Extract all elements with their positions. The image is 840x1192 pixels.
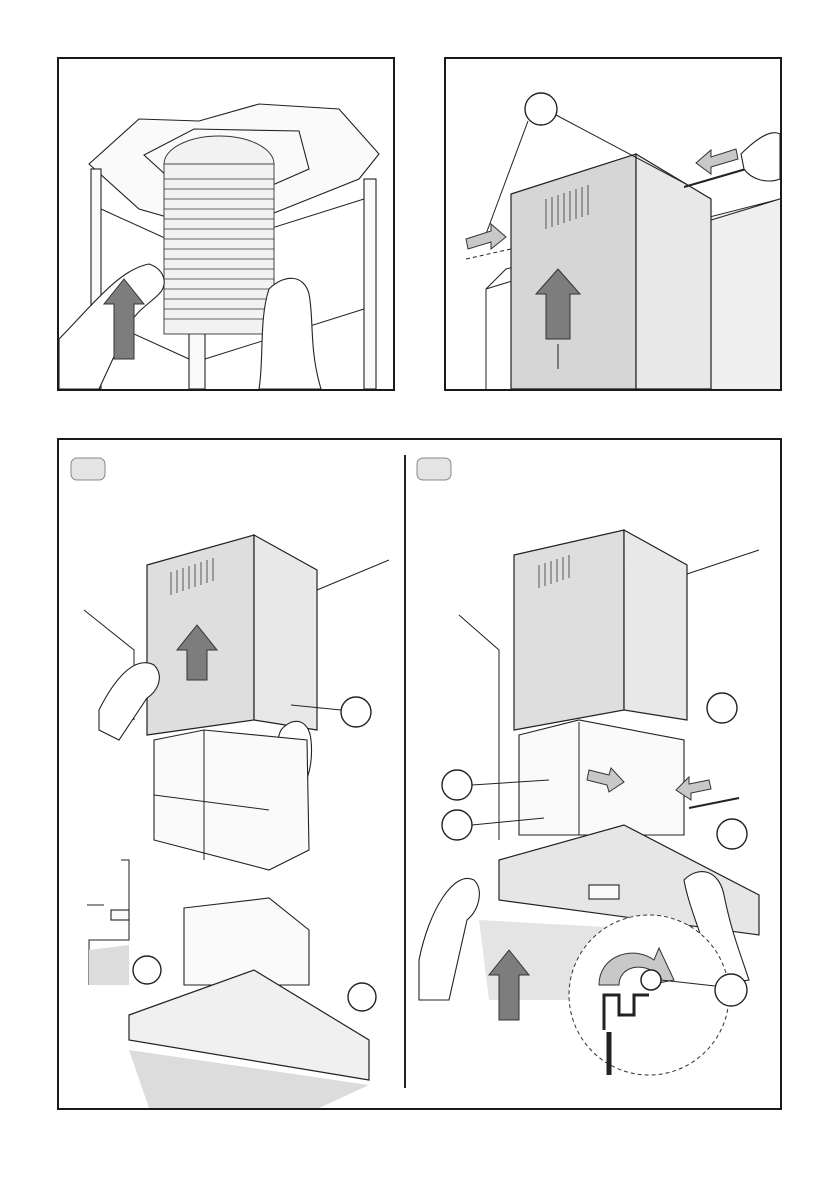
panel-top-left (57, 57, 395, 391)
callout-circle (717, 819, 747, 849)
callout-circle (341, 697, 371, 727)
callout-circle (348, 983, 376, 1011)
frame-duct-illustration (59, 59, 393, 389)
left-hand (59, 264, 164, 389)
upper-chimney-side (254, 535, 317, 730)
callout-circle (715, 974, 747, 1006)
chimney-screw-illustration (446, 59, 780, 389)
right-arrow-icon (466, 224, 506, 249)
panel-top-right (444, 57, 782, 391)
left-step-illustration (84, 535, 389, 1108)
hood-body-frame (184, 898, 309, 985)
callout-circle (442, 770, 472, 800)
screw-detail (111, 910, 129, 920)
callout-circle (133, 956, 161, 984)
hand-with-screwdriver (741, 133, 780, 181)
step-badge-right (417, 458, 451, 480)
flexible-duct (164, 136, 274, 334)
left-hand (419, 878, 479, 1000)
frame-leg (364, 179, 376, 389)
step-badge-left (71, 458, 105, 480)
screw-icon (641, 970, 661, 990)
chimney-side (636, 154, 711, 389)
hood-assembly-illustration (59, 440, 780, 1108)
callout-circle (707, 693, 737, 723)
right-hand (259, 278, 321, 389)
right-step-illustration (419, 530, 759, 1075)
callout-circle (525, 93, 557, 125)
lower-frame (154, 730, 309, 870)
upper-chimney-side (624, 530, 687, 720)
chimney-front (511, 154, 636, 389)
control-panel (589, 885, 619, 899)
panel-bottom (57, 438, 782, 1110)
callout-circle (442, 810, 472, 840)
left-arrow-icon (696, 149, 738, 174)
